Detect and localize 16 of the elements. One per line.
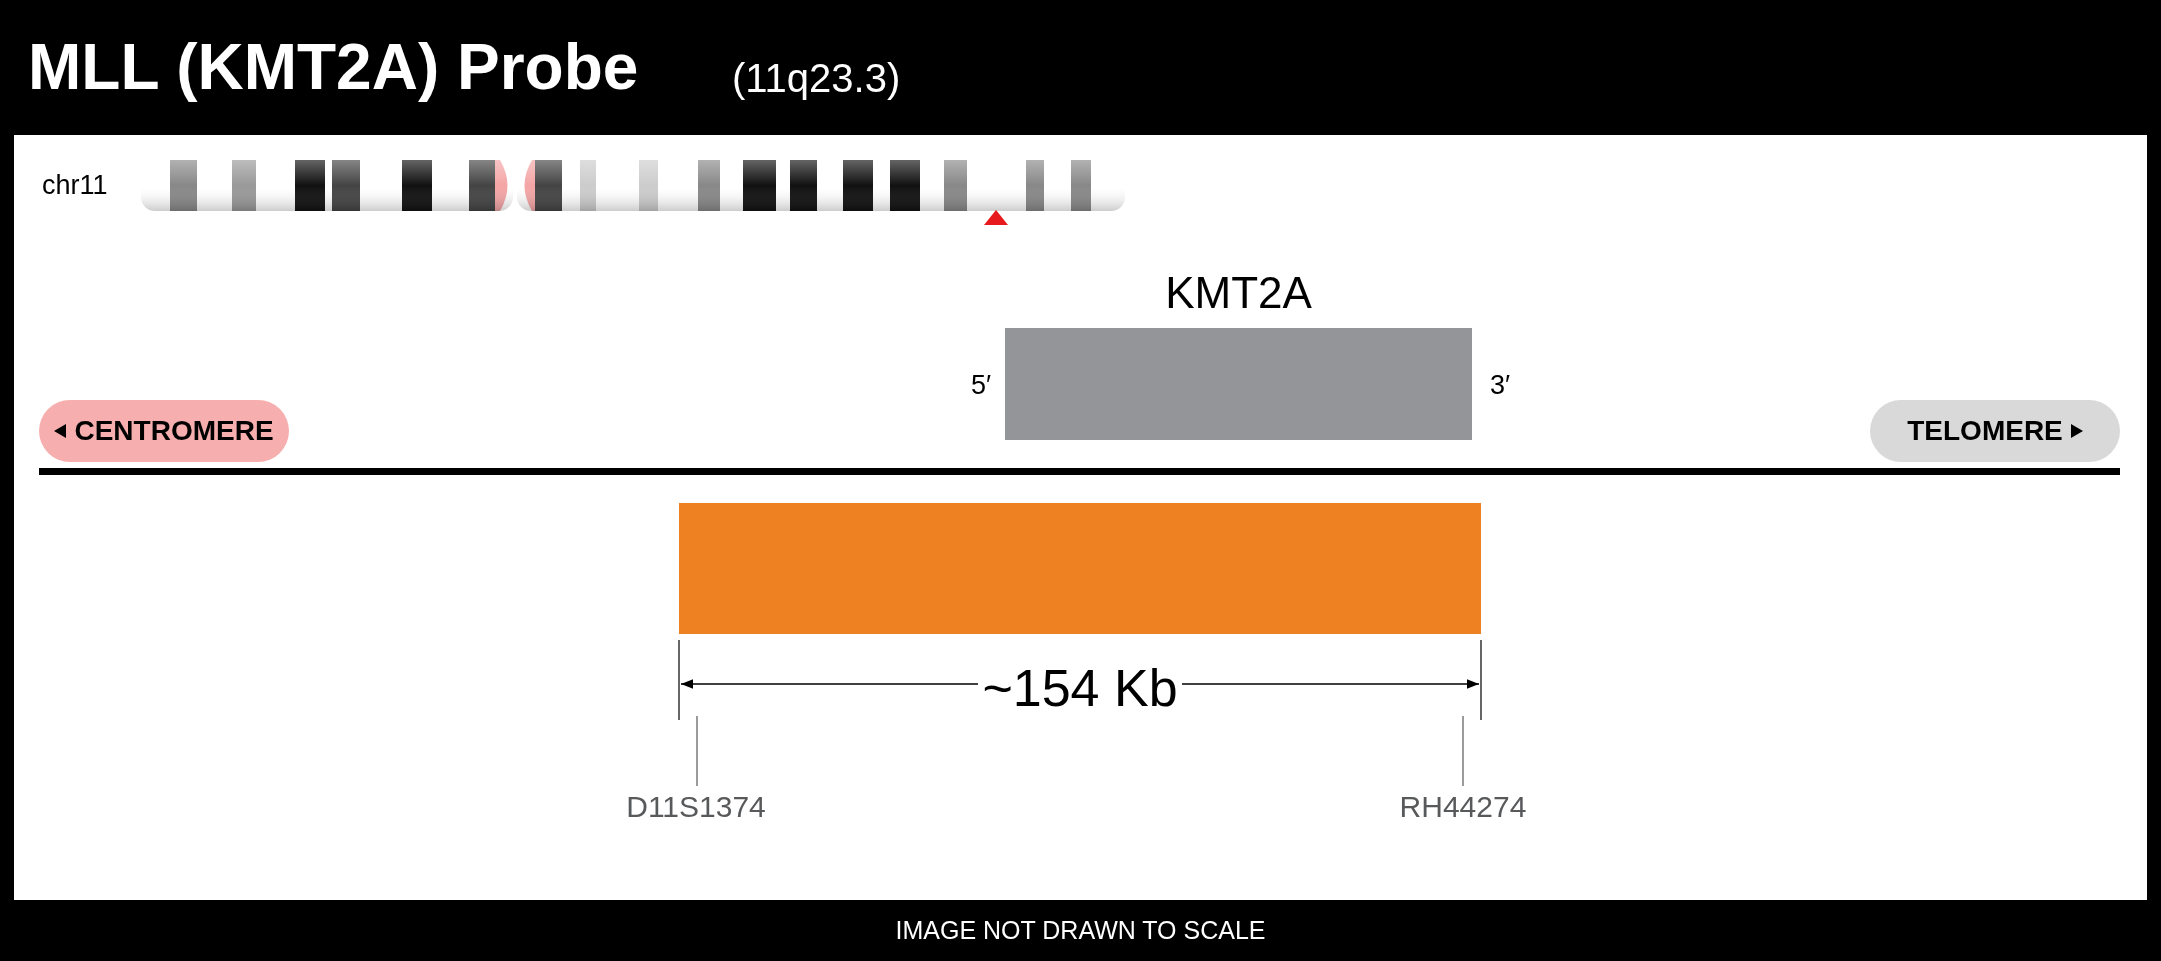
band-location: (11q23.3) bbox=[732, 56, 901, 101]
tag-label: CENTROMERE bbox=[74, 415, 274, 447]
three-prime-label: 3′ bbox=[1490, 370, 1511, 401]
dimension-label: ~154 Kb bbox=[981, 658, 1179, 718]
probe-bar bbox=[679, 503, 1481, 634]
caption: IMAGE NOT DRAWN TO SCALE bbox=[894, 916, 1267, 945]
leader-line bbox=[696, 715, 698, 787]
marker-label: D11S1374 bbox=[596, 790, 796, 824]
marker-label: RH44274 bbox=[1363, 790, 1563, 824]
gene-box bbox=[1005, 328, 1472, 440]
five-prime-label: 5′ bbox=[971, 370, 992, 401]
title: MLL (KMT2A) Probe bbox=[28, 30, 639, 104]
chromosome-label: chr11 bbox=[42, 170, 108, 201]
tag-label: TELOMERE bbox=[1907, 415, 2063, 447]
gene-name: KMT2A bbox=[1164, 268, 1313, 318]
leader-line bbox=[1462, 715, 1464, 787]
